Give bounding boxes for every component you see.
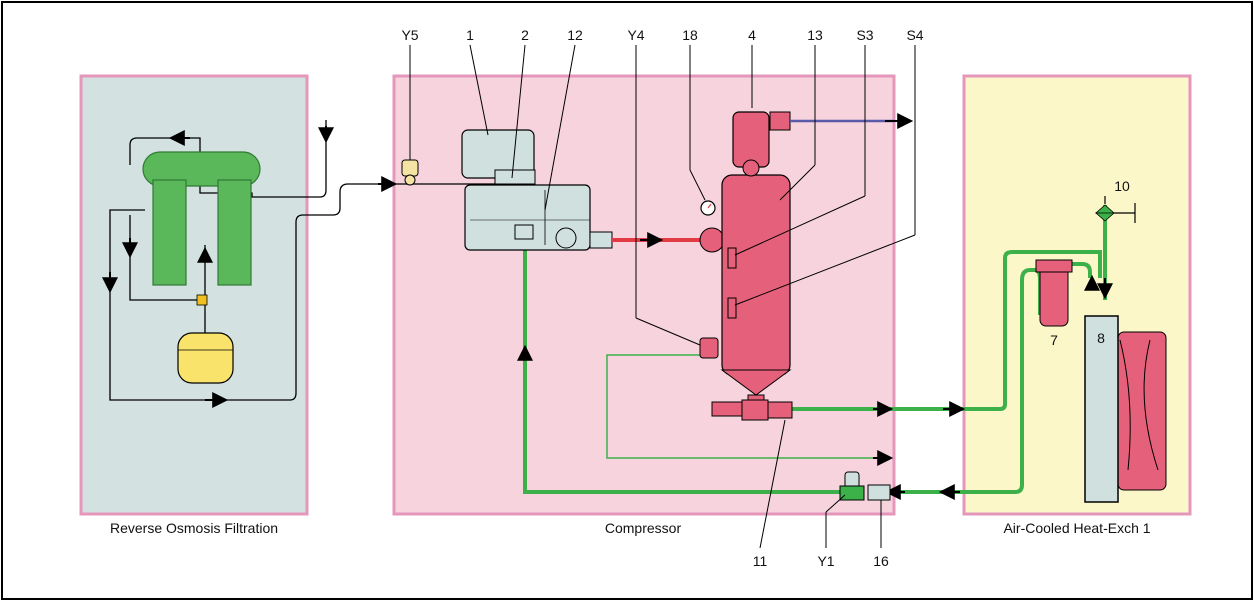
hx-panel-label: Air-Cooled Heat-Exch 1 xyxy=(1003,520,1150,536)
callout-13: 13 xyxy=(807,27,823,43)
ro-membrane-left xyxy=(152,179,187,286)
sensor-s3 xyxy=(727,247,737,269)
callout-s3: S3 xyxy=(856,27,873,43)
callout-10: 10 xyxy=(1114,178,1130,194)
ro-filtration-panel xyxy=(79,74,309,516)
thermostatic-valve-11 xyxy=(711,399,793,421)
compressor-panel-label: Compressor xyxy=(605,520,682,536)
min-pressure-valve xyxy=(732,111,770,168)
callout-18: 18 xyxy=(682,27,698,43)
green-loop xyxy=(523,205,1107,494)
callout-leaders xyxy=(409,44,916,549)
valve-10 xyxy=(1094,204,1116,222)
callout-s4: S4 xyxy=(906,27,923,43)
callout-2: 2 xyxy=(521,27,529,43)
ro-junction xyxy=(196,294,208,306)
callout-8: 8 xyxy=(1097,330,1105,346)
callout-16: 16 xyxy=(873,553,889,569)
ro-unit xyxy=(102,120,395,408)
filter-16 xyxy=(867,484,891,501)
callout-12: 12 xyxy=(567,27,583,43)
callout-4: 4 xyxy=(748,27,756,43)
cooler-core xyxy=(1084,315,1119,503)
heat-exchanger xyxy=(1035,196,1167,503)
callout-y5: Y5 xyxy=(401,27,418,43)
oil-separator-vessel xyxy=(700,111,792,408)
solenoid-valve-y1 xyxy=(839,471,865,501)
callout-11: 11 xyxy=(753,553,768,569)
solenoid-valve-y5 xyxy=(401,159,419,186)
ro-membrane-right xyxy=(217,179,252,286)
sensor-s4 xyxy=(727,297,737,319)
callout-y1: Y1 xyxy=(817,553,834,569)
callout-y4: Y4 xyxy=(627,27,644,43)
ro-membrane-header xyxy=(142,151,261,187)
callout-7: 7 xyxy=(1050,332,1058,348)
solenoid-valve-y4 xyxy=(699,337,719,359)
ro-panel-label: Reverse Osmosis Filtration xyxy=(110,520,278,536)
green-thin-loop xyxy=(606,354,885,459)
ro-storage-tank xyxy=(177,332,234,384)
callout-1: 1 xyxy=(466,27,474,43)
fan-housing xyxy=(1117,331,1167,491)
